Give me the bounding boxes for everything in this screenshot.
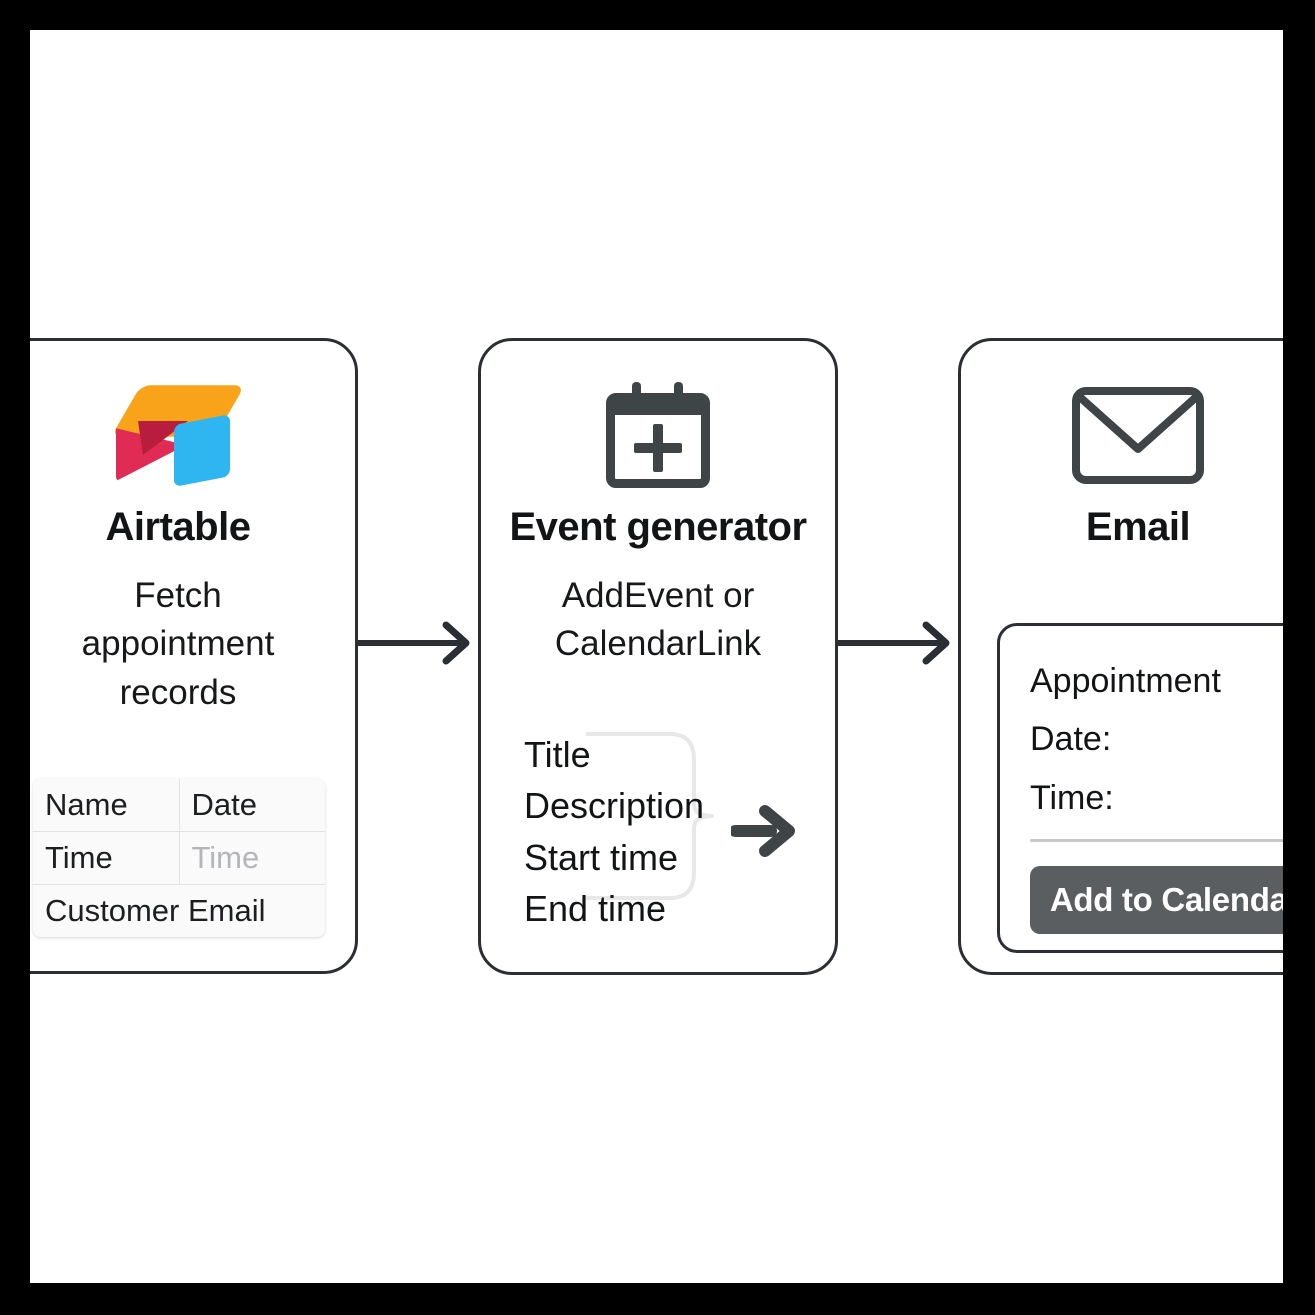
event-field-end-time: End time	[524, 888, 667, 930]
table-cell-name: Name	[33, 779, 180, 831]
table-row: Time Time	[33, 832, 325, 885]
email-line-appointment: Appointment	[1030, 662, 1221, 700]
table-cell-date: Date	[191, 787, 257, 822]
event-field-start-time: Start time	[524, 836, 679, 878]
add-to-calendar-button[interactable]: Add to Calendar	[1030, 866, 1283, 935]
table-row: Customer Email	[33, 885, 325, 937]
email-line-time: Time:	[1030, 778, 1114, 817]
node-airtable-title: Airtable	[105, 505, 251, 549]
event-field-description: Description	[524, 785, 705, 827]
brace-arrow-icon	[731, 805, 795, 857]
event-field-title: Title	[524, 734, 591, 775]
email-line-date: Date:	[1030, 720, 1112, 759]
email-divider	[1030, 839, 1283, 843]
arrow-event-to-email	[835, 615, 958, 676]
node-airtable-subtitle: Fetch appointment records	[81, 576, 275, 712]
airtable-logo-icon	[111, 375, 245, 495]
arrow-airtable-to-event	[355, 615, 478, 676]
node-event-generator-title: Event generator	[509, 505, 807, 549]
table-row: Name Date	[33, 779, 325, 832]
email-preview-panel: Appointment Date: Time: Add to Calendar	[997, 623, 1283, 953]
table-cell-time-placeholder: Time	[191, 840, 260, 875]
event-field-list: Title Description Start time End time	[524, 729, 794, 935]
node-email[interactable]: Email Appointment Date: Time: Add to Cal…	[958, 338, 1283, 975]
node-airtable[interactable]: Airtable Fetch appointment records Name …	[30, 338, 358, 974]
brace-connector-icon	[586, 732, 714, 900]
node-email-title: Email	[1085, 505, 1191, 549]
table-cell-time: Time	[33, 832, 180, 884]
node-event-generator[interactable]: Event generator AddEvent or CalendarLink…	[478, 338, 838, 975]
envelope-icon	[1072, 375, 1204, 495]
table-cell-customer-email: Customer Email	[45, 893, 266, 928]
airtable-records-table[interactable]: Name Date Time Time Customer Email	[33, 779, 325, 937]
node-event-generator-subtitle: AddEvent or CalendarLink	[554, 576, 762, 664]
calendar-plus-icon	[606, 375, 710, 495]
diagram-canvas: Airtable Fetch appointment records Name …	[30, 30, 1283, 1283]
